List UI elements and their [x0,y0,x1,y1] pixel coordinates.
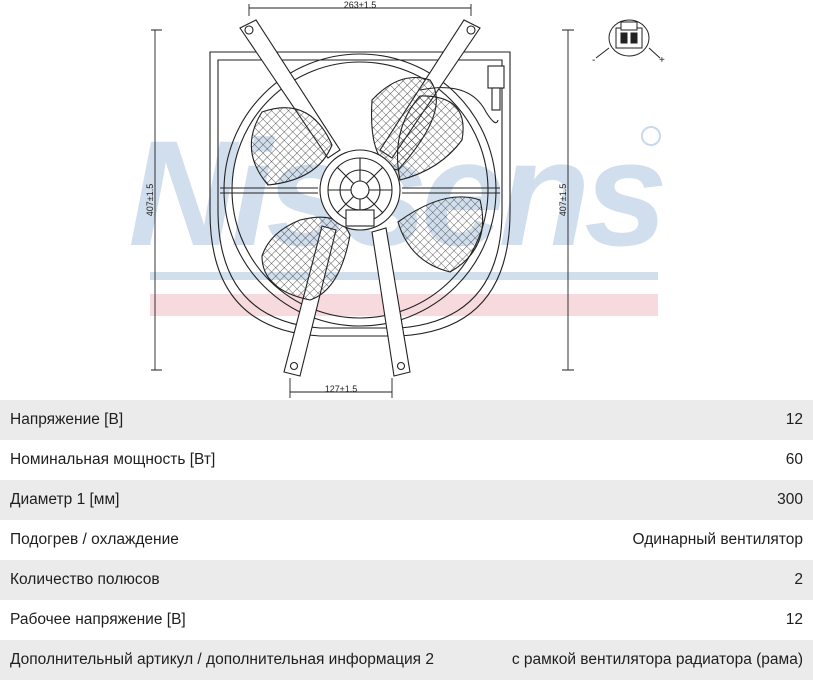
wire-harness [419,65,505,124]
spec-value: 12 [785,411,803,428]
spec-label: Дополнительный артикул / дополнительная … [10,651,435,668]
spec-row-diameter: Диаметр 1 [мм] 300 [0,480,813,520]
spec-label: Напряжение [В] [10,411,124,428]
registered-mark-icon [641,126,661,146]
dimension-bottom: 127±1.5 [325,384,357,394]
spec-value: 12 [785,611,803,628]
spec-label: Номинальная мощность [Вт] [10,451,216,468]
dimension-lines [151,4,574,398]
watermark-stripe-red [150,294,658,316]
spec-label: Подогрев / охлаждение [10,531,179,548]
fan-assembly-drawing: Nissens [128,0,669,398]
connector-pin-negative: - [592,55,595,66]
spec-value: с рамкой вентилятора радиатора (рама) [511,651,803,668]
horizontal-struts [220,187,500,194]
fan-blades [250,76,484,301]
spec-table: Напряжение [В] 12 Номинальная мощность [… [0,400,813,680]
dimension-top: 263±1.5 [344,0,376,10]
connector-detail [595,19,661,59]
spec-label: Диаметр 1 [мм] [10,491,120,508]
dimension-labels: 263±1.5 127±1.5 407±1.5 407±1.5 [145,0,568,394]
spec-label: Рабочее напряжение [В] [10,611,186,628]
spec-row-power: Номинальная мощность [Вт] 60 [0,440,813,480]
spec-row-poles: Количество полюсов 2 [0,560,813,600]
spec-value: 300 [777,491,803,508]
spec-row-operating-voltage: Рабочее напряжение [В] 12 [0,600,813,640]
spec-value: 60 [785,451,803,468]
motor-hub [319,149,401,231]
connector-pin-labels: - + [592,55,665,66]
dimension-left: 407±1.5 [145,184,155,216]
watermark-stripe-blue [150,272,658,280]
spec-label: Количество полюсов [10,571,160,588]
spec-value: 2 [794,571,803,588]
connector-pin-positive: + [659,55,665,66]
dimension-right: 407±1.5 [558,184,568,216]
spec-value: Одинарный вентилятор [632,531,804,548]
technical-drawing: Nissens [128,0,669,398]
spec-row-additional-info: Дополнительный артикул / дополнительная … [0,640,813,680]
spec-row-heating-cooling: Подогрев / охлаждение Одинарный вентилят… [0,520,813,560]
spec-row-voltage: Напряжение [В] 12 [0,400,813,440]
